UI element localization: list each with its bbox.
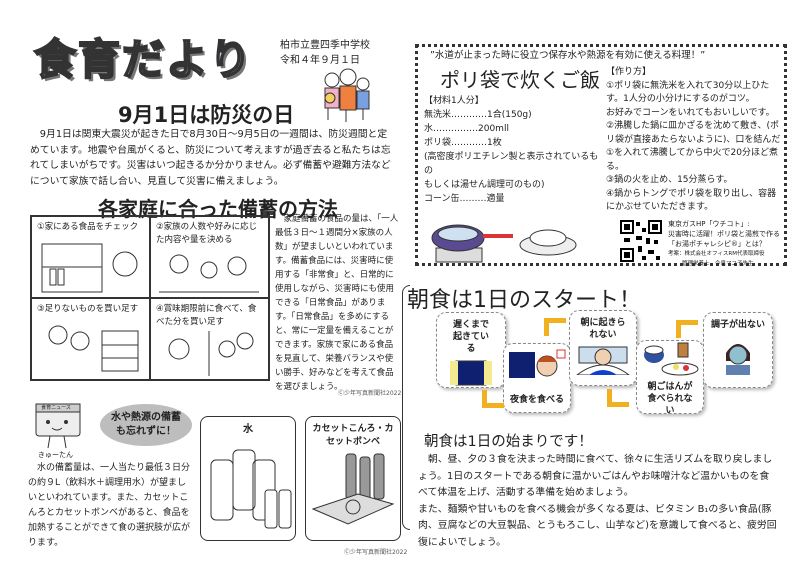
ingredient-item: 無洗米…………1合(150g)	[424, 110, 532, 120]
family-planning-illustration	[159, 254, 259, 293]
breakfast-subheading: 朝食は1日の始まりです！	[424, 434, 593, 450]
ingredient-item: もしくは湯せん調理可のもの)	[424, 180, 545, 190]
speech-bubble: 水や熱源の備蓄も忘れずに！	[100, 404, 192, 446]
flow-label: 朝ごはんが食べられない	[647, 382, 693, 416]
pot-and-rice-illustration	[431, 224, 577, 263]
flow-arrow	[482, 390, 504, 408]
mascot-name: きゅーたん	[38, 451, 73, 459]
flow-step-2: 夜食を食べる	[503, 343, 571, 413]
copyright: Ⓒ少年写真新聞社2022	[338, 390, 402, 397]
flow-label: 遅くまで起きている	[452, 320, 489, 354]
flow-arrow	[544, 318, 566, 336]
recipe-source: 東京ガスHP「ウチコト」: 災害時に活躍！ポリ袋と湯煎で作る 「お湯ポチャレシピ…	[668, 219, 780, 269]
school-info: 柏市立豊四季中学校 令和４年９月１日	[280, 38, 370, 68]
method-heading: 【作り方】	[606, 67, 652, 77]
source-line: 東京ガスHP「ウチコト」:	[668, 220, 750, 228]
flow-label: 夜食を食べる	[509, 395, 564, 405]
flow-step-5: 調子が出ない	[703, 312, 773, 388]
ingredient-item: 水……………200mll	[424, 124, 509, 134]
mascot-kyutan-illustration	[35, 403, 81, 449]
step-label: ①家にある食品をチェック	[37, 222, 139, 232]
bichiku-heading: 各家庭に合った備蓄の方法	[98, 197, 338, 221]
breakfast-meal-icon	[644, 342, 699, 376]
water-bottles-illustration	[210, 449, 292, 529]
bracket-divider	[402, 285, 410, 530]
step-label: ④賞味期限前に食べて、食べた分を買い足す	[156, 304, 257, 327]
bosai-heading: 9月1日は防災の日	[118, 103, 295, 127]
source-line: 「お湯ポチャレシピ®」とは？	[668, 240, 766, 248]
water-box-label: 水	[243, 424, 253, 435]
cassette-stove-illustration	[311, 453, 395, 525]
method-step: ④鍋からトングでポリ袋を取り出し、容器にかぶせていただきます。	[606, 188, 777, 213]
qr-code[interactable]	[620, 220, 662, 262]
step-4: ④賞味期限前に食べて、食べた分を買い足す	[150, 298, 269, 380]
method-step: お好みでコーンをいれてもおいしいです。	[606, 107, 775, 118]
water-body: 水の備蓄量は、一人当たり最低３日分の約９L（飲料水＋調理用水）が望ましいといわれ…	[28, 463, 191, 548]
pantry-illustration	[41, 243, 138, 293]
recipe-title: ポリ袋で炊くご飯	[440, 68, 600, 92]
ingredients: 【材料1人分】 無洗米…………1合(150g) 水……………200mll ポリ袋…	[424, 94, 600, 206]
breakfast-body: 朝、昼、夕の３食を決まった時間に食べて、徐々に生活リズムを取り戻しましょう。1日…	[418, 452, 778, 551]
shopping-illustration	[48, 325, 139, 372]
copyright: Ⓒ少年写真新聞社2022	[344, 549, 408, 556]
school-name: 柏市立豊四季中学校	[280, 40, 370, 51]
bichiku-steps-panel: ①家にある食品をチェック ②家族の人数や好みに応じた内容や量を決める ③足りない…	[30, 215, 270, 381]
bosai-body: 9月1日は関東大震災が起きた日で8月30日～9月5日の一週間は、防災週間と定めて…	[30, 129, 391, 187]
ingredient-item: (高密度ポリエチレン製と表示されているもの	[424, 152, 599, 176]
bichiku-body: 家庭備蓄の食品の量は、「一人最低３日～１週間分×家族の人数」が望ましいといわれて…	[275, 214, 399, 392]
flow-arrow	[607, 389, 629, 407]
breakfast-heading: 朝食は1日のスタート！	[407, 288, 641, 313]
flow-step-1: 遅くまで起きている	[436, 312, 506, 388]
night-window-icon	[450, 360, 492, 386]
source-line: 災害時に活躍！ポリ袋と湯煎で作る	[668, 230, 780, 238]
step-label: ③足りないものを買い足す	[37, 304, 139, 314]
stove-box: カセットこんろ・カセットボンベ	[305, 416, 401, 541]
flow-step-3: 朝に起きられない	[569, 310, 637, 386]
stove-box-label: カセットこんろ・カセットボンベ	[312, 424, 394, 447]
method-step: ①ポリ袋に無洗米を入れて30分以上ひたす。1人分の小分けにするのがコツ。	[606, 80, 770, 105]
recipe-tagline: ”水道が止まった時に役立つ保存水や熱源を有効に使える料理！”	[430, 50, 706, 61]
breakfast-paragraph: また、麺類や甘いものを食べる機会が多くなる夏は、ビタミン B₁の多い食品(豚肉、…	[418, 503, 777, 548]
flow-label: 朝に起きられない	[580, 318, 626, 340]
water-box: 水	[200, 416, 296, 541]
unwell-student-icon	[726, 344, 750, 375]
step-2: ②家族の人数や好みに応じた内容や量を決める	[150, 216, 269, 298]
family-helmet-illustration	[324, 68, 370, 122]
breakfast-paragraph: 朝、昼、夕の３食を決まった時間に食べて、徐々に生活リズムを取り戻しましょう。1日…	[418, 454, 773, 498]
step-1: ①家にある食品をチェック	[31, 216, 150, 298]
method-step: ②沸騰した鍋に皿かざるを沈めて敷き、(ポリ袋が直接あたらないように)、口を結んだ…	[606, 121, 781, 172]
recipe-box	[415, 44, 787, 266]
issue-date: 令和４年９月１日	[280, 55, 360, 66]
step-label: ②家族の人数や好みに応じた内容や量を決める	[156, 222, 258, 245]
late-snack-icon	[509, 349, 566, 378]
ingredient-item: コーン缶………適量	[424, 194, 505, 204]
flow-arrow	[676, 320, 698, 338]
flow-label: 調子が出ない	[710, 320, 765, 330]
newsletter-title: 食育だより	[33, 34, 254, 85]
step-3: ③足りないものを買い足す	[31, 298, 150, 380]
flow-step-4: 朝ごはんが食べられない	[636, 340, 704, 416]
method: 【作り方】 ①ポリ袋に無洗米を入れて30分以上ひたす。1人分の小分けにするのがコ…	[606, 66, 782, 215]
source-line: 考案：株式会社オフィスRM代表取締役	[668, 251, 765, 257]
ingredients-heading: 【材料1人分】	[424, 96, 484, 106]
sleeping-icon	[575, 346, 631, 376]
source-line: 管理栄養士 今泉マユ子先生	[682, 261, 754, 267]
method-step: ③鍋の火を止め、15分蒸らす。	[606, 175, 733, 185]
ingredient-item: ポリ袋…………1枚	[424, 138, 502, 148]
eating-shopping-illustration	[168, 331, 254, 376]
mascot-sign: 食育ニュース	[41, 405, 71, 411]
